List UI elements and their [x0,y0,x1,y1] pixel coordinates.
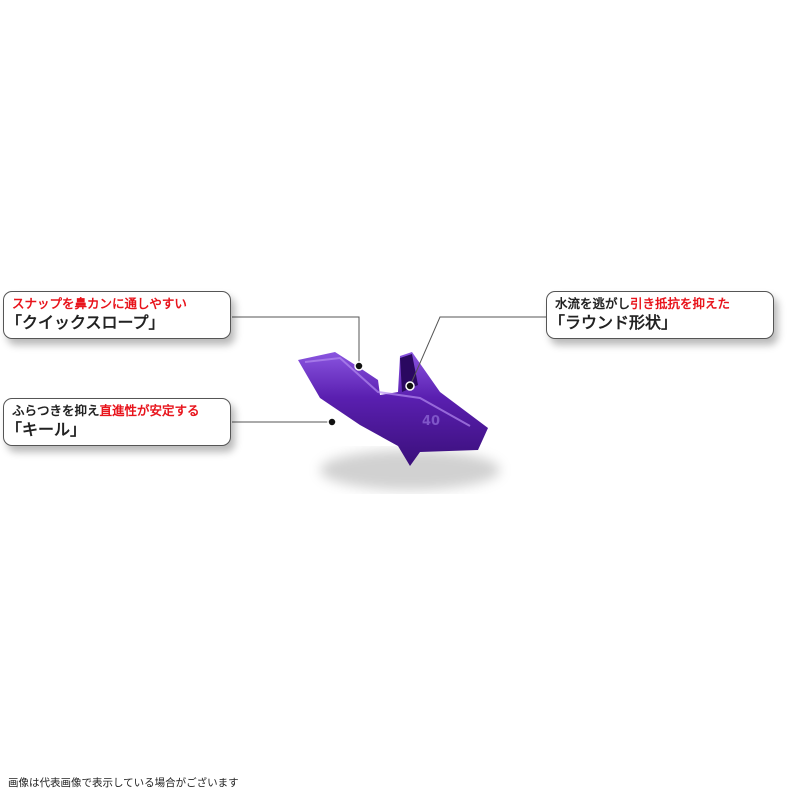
callout-quick-slope: スナップを鼻カンに通しやすい 「クイックスロープ」 [3,291,231,339]
footer-note: 画像は代表画像で表示している場合がございます [8,777,239,789]
callout-lead: スナップを鼻カンに通しやすい [12,296,187,311]
callout-title: 「クイックスロープ」 [6,313,165,332]
callout-title: 「キール」 [6,420,87,439]
lead-black: 水流を逃がし [555,296,631,311]
lead-black: ふらつきを抑え [12,403,100,418]
sinker-product: 40 [298,352,488,466]
callout-keel: ふらつきを抑え直進性が安定する 「キール」 [3,398,231,446]
callout-lead: 水流を逃がし引き抵抗を抑えた [555,295,765,312]
product-shadow [320,450,500,490]
weight-marking: 40 [422,414,440,429]
lead-red: 直進性が安定する [99,403,200,418]
callout-title: 「ラウンド形状」 [549,313,678,332]
lead-red: 引き抵抗を抑えた [630,296,731,311]
callout-lead: ふらつきを抑え直進性が安定する [12,402,222,419]
callout-round-shape: 水流を逃がし引き抵抗を抑えた 「ラウンド形状」 [546,291,774,339]
pointer-dot-quick-slope [354,361,364,371]
pointer-dot-keel [327,417,337,427]
pointer-dot-round-shape [405,381,415,391]
leader-lines [232,316,546,423]
